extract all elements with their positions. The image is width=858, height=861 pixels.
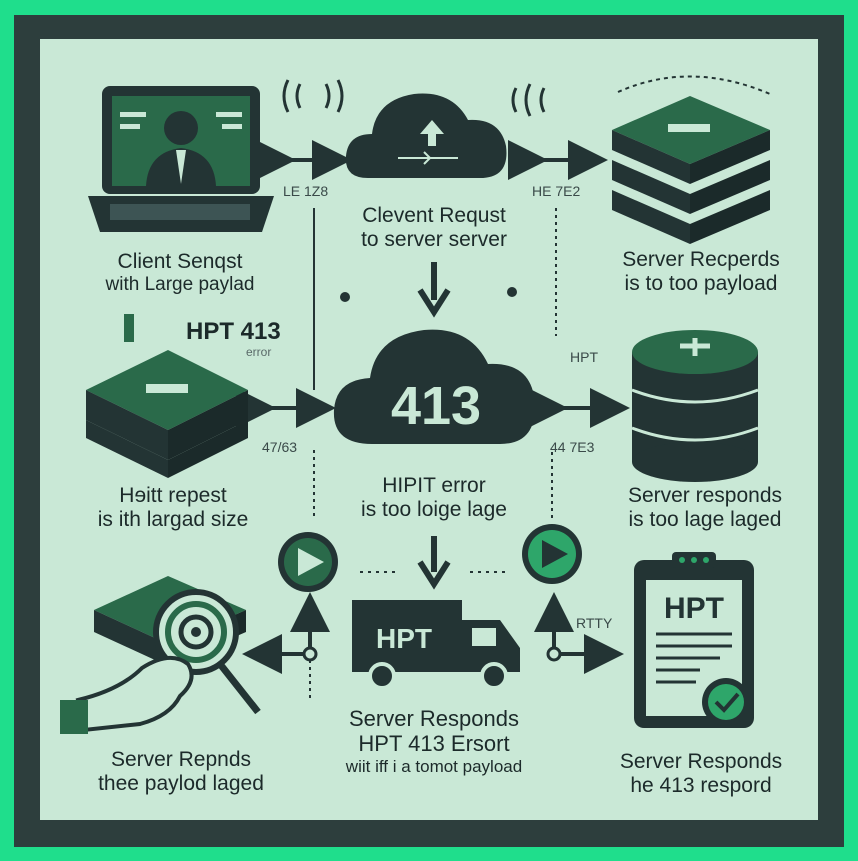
- hpt-label-right: HPT: [570, 349, 598, 365]
- play-button-right[interactable]: [522, 524, 582, 584]
- caption-top-center: Clevent Requst to server server: [334, 204, 534, 252]
- bottom-left-arrow: [242, 592, 330, 700]
- cloud-upload-icon: [282, 79, 546, 178]
- caption-mid-left-line1: HPT 413: [186, 318, 281, 345]
- truck-label: HPT: [376, 623, 432, 654]
- arrow-label-tr: HE 7E2: [532, 183, 580, 199]
- target-hand-icon: [60, 576, 261, 734]
- caption-mid-left-low-line1: Hɘitt repest: [119, 484, 227, 507]
- caption-top-left-line2: with Large paylad: [105, 274, 255, 296]
- down-arrow-1: [417, 262, 451, 318]
- document-clipboard-icon: HPT: [634, 552, 754, 728]
- caption-bottom-right-line1: Server Responds: [619, 750, 783, 773]
- dot-right: [507, 287, 517, 297]
- caption-top-right-line1: Server Recperds: [622, 248, 780, 271]
- caption-bottom-center-line3: wiit iff i a tomot payload: [345, 756, 523, 776]
- arrow-label-ml: 47/63: [262, 439, 297, 455]
- laptop-user-icon: [88, 86, 274, 232]
- caption-bottom-left: Server Repnds thee paylod laged: [76, 748, 286, 796]
- caption-top-left: Client Senqst with Large paylad: [92, 250, 268, 296]
- caption-top-left-line1: Client Senqst: [117, 250, 243, 273]
- database-cylinder-icon: [631, 330, 759, 482]
- caption-top-center-line2: to server server: [361, 228, 507, 252]
- caption-mid-center-line1: HIPIT error: [382, 474, 486, 497]
- down-arrow-2: [417, 536, 451, 590]
- caption-bottom-left-line1: Server Repnds: [110, 748, 252, 771]
- dot-left: [340, 292, 350, 302]
- delivery-truck-icon: HPT: [352, 600, 520, 690]
- play-button-left[interactable]: [278, 532, 338, 592]
- caption-bottom-right-line2: he 413 respord: [630, 774, 772, 798]
- document-label: HPT: [664, 592, 724, 625]
- caption-mid-right-line1: Server responds: [627, 484, 783, 507]
- arrow-label-mr: 44 7E3: [550, 439, 595, 455]
- bottom-right-arrow: [534, 592, 624, 674]
- caption-mid-left: HPT 413 error: [186, 318, 318, 359]
- caption-bottom-center-line2: HPT 413 Ersort: [358, 731, 510, 757]
- caption-top-right-line2: is to too payload: [624, 272, 778, 296]
- caption-mid-center-line2: is too loige lage: [361, 498, 507, 522]
- caption-mid-left-low: Hɘitt repest is ith largad size: [76, 484, 270, 532]
- package-box-icon: [86, 314, 248, 478]
- caption-bottom-center: Server Responds HPT 413 Ersort wiit iff …: [320, 706, 548, 776]
- caption-bottom-center-line1: Server Responds: [349, 706, 519, 731]
- caption-mid-center: HIPIT error is too loige lage: [334, 474, 534, 522]
- caption-top-right: Server Recperds is to too payload: [596, 248, 806, 296]
- arrow-label-tl: LE 1Z8: [283, 183, 328, 199]
- caption-mid-right: Server responds is too lage laged: [600, 484, 810, 532]
- server-stack-icon: [612, 75, 771, 244]
- caption-mid-right-line2: is too lage laged: [628, 508, 782, 532]
- caption-bottom-left-line2: thee paylod laged: [98, 772, 264, 796]
- caption-bottom-right: Server Responds he 413 respord: [596, 750, 806, 798]
- retry-label: RTTY: [576, 615, 613, 631]
- cloud-413-icon: 413: [333, 329, 535, 444]
- caption-top-center-line1: Clevent Requst: [362, 204, 506, 227]
- caption-mid-left-low-line2: is ith largad size: [97, 508, 249, 532]
- caption-mid-left-line2: error: [246, 344, 272, 359]
- badge-413: 413: [391, 376, 481, 436]
